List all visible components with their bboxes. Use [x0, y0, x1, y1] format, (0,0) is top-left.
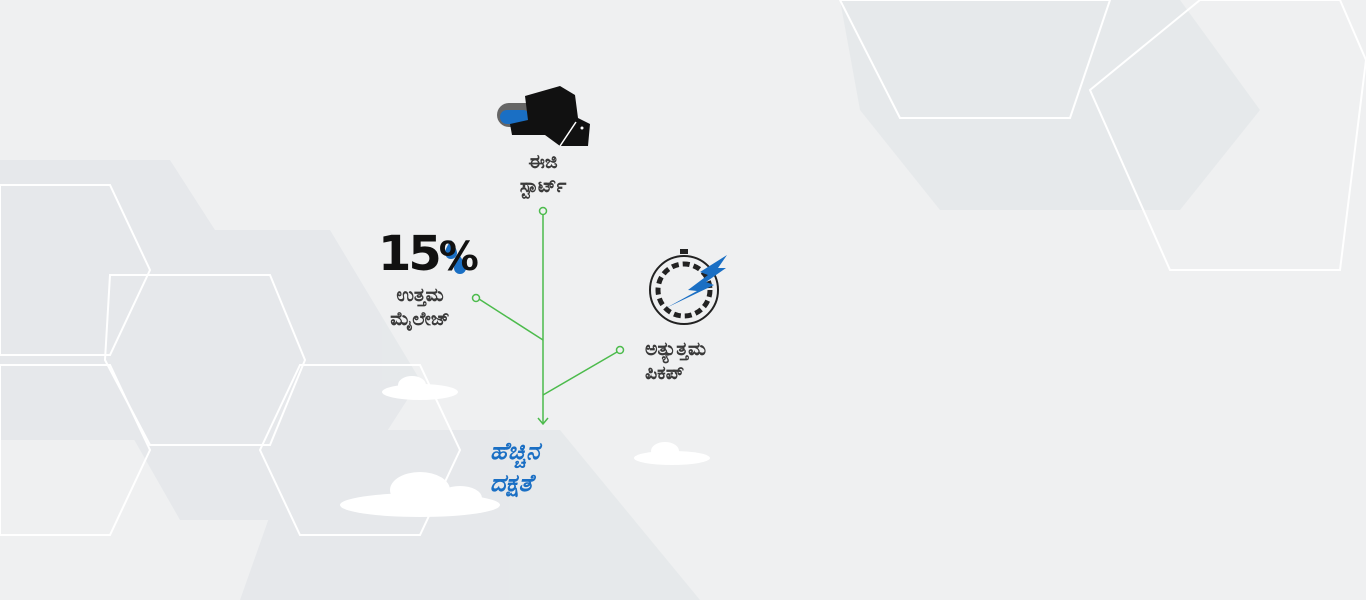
mileage-line1: ಉತ್ತಮ: [396, 284, 444, 306]
mileage-number: 15: [378, 226, 442, 282]
hand-button-icon: [497, 86, 590, 147]
mileage-value: 15%: [378, 230, 479, 281]
mileage-percent: %: [438, 234, 479, 280]
pickup-line2: ಪಿಕಪ್: [645, 362, 685, 384]
pickup-label: ಅತ್ಯುತ್ತಮ ಪಿಕಪ್: [645, 337, 745, 385]
easy-start-label: ಈಜಿ ಸ್ಟಾರ್ಟ್: [500, 150, 586, 198]
mileage-label: ಉತ್ತಮ ಮೈಲೇಜ್: [370, 283, 470, 331]
connector-lines: [471, 206, 625, 426]
pickup-line1: ಅತ್ಯುತ್ತಮ: [645, 338, 707, 360]
mileage-line2: ಮೈಲೇಜ್: [390, 308, 450, 330]
stopwatch-lightning-icon: [649, 249, 727, 325]
water-drop-icon: [445, 240, 466, 274]
efficiency-line1: ಹೆಚ್ಚಿನ: [490, 437, 540, 465]
efficiency-line2: ದಕ್ಷತೆ: [490, 469, 533, 497]
easy-start-line2: ಸ್ಟಾರ್ಟ್: [519, 175, 567, 197]
efficiency-label: ಹೆಚ್ಚಿನ ದಕ್ಷತೆ: [490, 435, 590, 499]
easy-start-line1: ಈಜಿ: [528, 151, 558, 173]
